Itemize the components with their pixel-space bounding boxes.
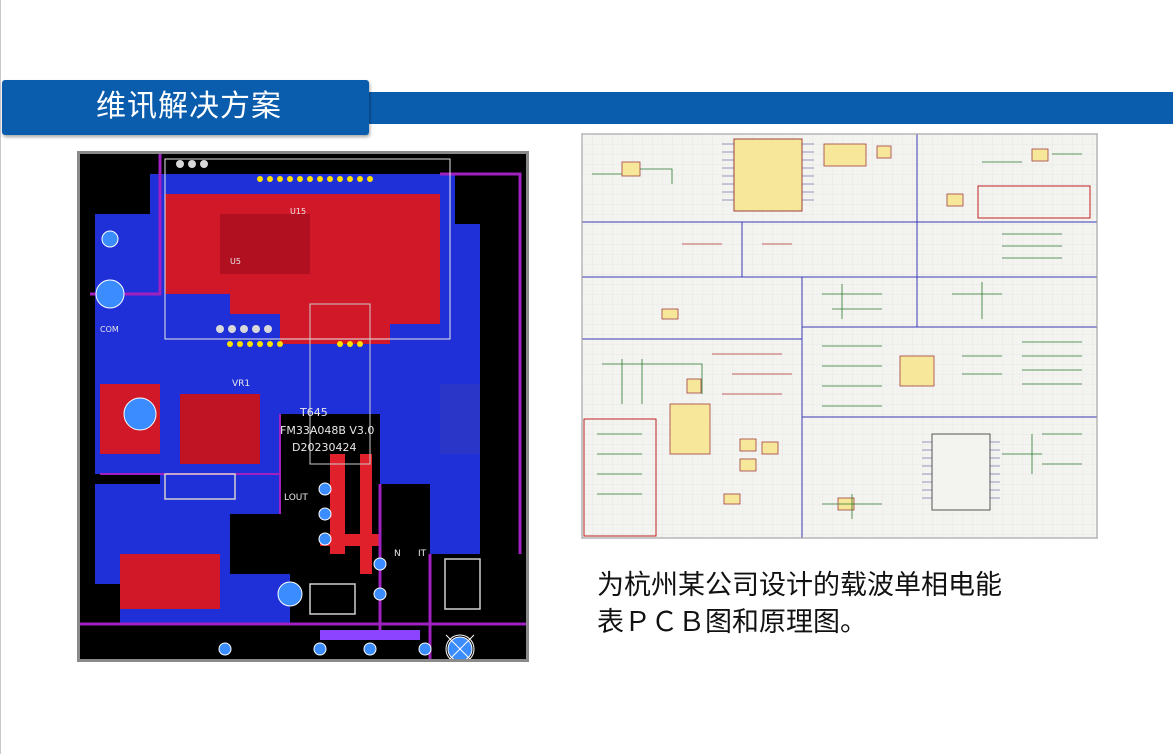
pcb-label-u15: U15 (290, 207, 306, 216)
pcb-label-lout: LOUT (284, 493, 308, 503)
pcb-label-t: IT (418, 549, 427, 559)
pcb-label-n: N (394, 549, 401, 559)
slide-title: 维讯解决方案 (96, 89, 282, 124)
schematic-image (581, 133, 1098, 539)
caption-text: 为杭州某公司设计的载波单相电能 表ＰＣＢ图和原理图。 (597, 567, 1067, 641)
pcb-label-board: FM33A048B V3.0 (280, 424, 374, 437)
pcb-layout-image: T645 FM33A048B V3.0 D20230424 VR1 LOUT N… (77, 151, 529, 662)
pcb-label-com: COM (100, 325, 119, 334)
header-banner-bar (360, 92, 1173, 124)
caption-line-2: 表ＰＣＢ图和原理图。 (597, 607, 867, 638)
pcb-label-date: D20230424 (292, 441, 356, 454)
caption-line-1: 为杭州某公司设计的载波单相电能 (597, 570, 1002, 601)
pcb-label-u5: U5 (230, 257, 241, 266)
left-border-line (0, 0, 1, 754)
title-banner (2, 80, 369, 135)
pcb-label-vr1: VR1 (232, 379, 250, 389)
pcb-label-model: T645 (299, 406, 328, 419)
